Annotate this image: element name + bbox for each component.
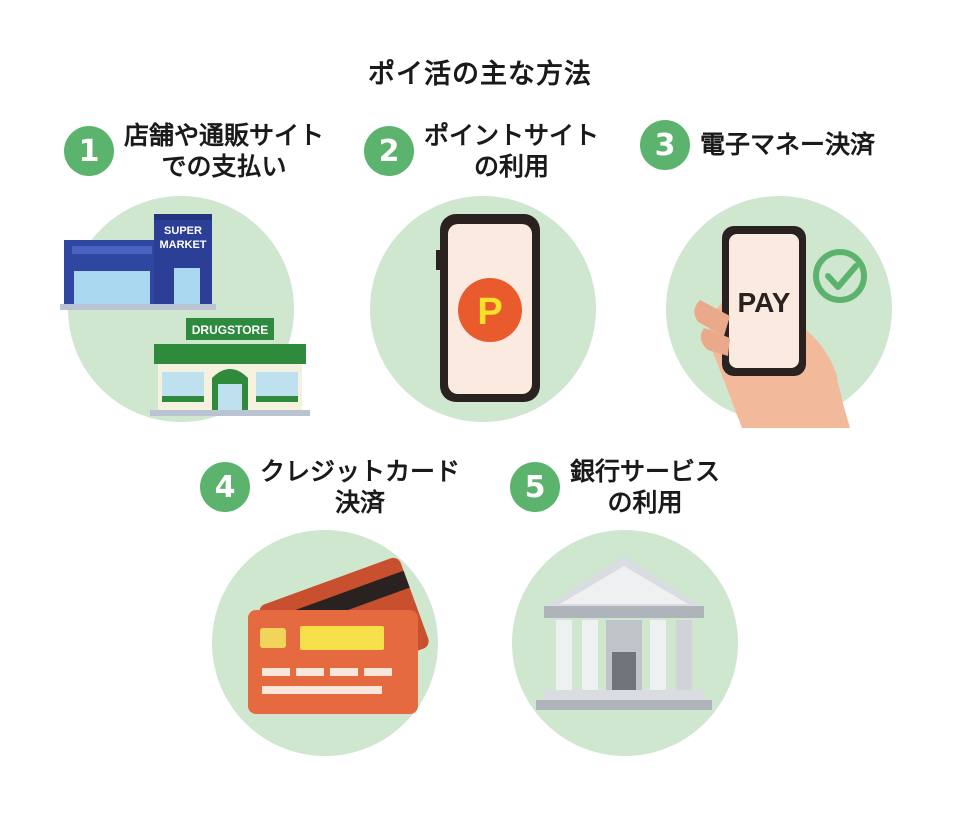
method-2-header: 2 ポイントサイト の利用: [364, 120, 599, 182]
supermarket-sign-line1: SUPER: [164, 225, 202, 237]
method-5-header: 5 銀行サービス の利用: [510, 456, 720, 518]
supermarket-icon: SUPER MARKET: [60, 214, 216, 310]
number-badge-2: 2: [364, 126, 414, 176]
chip-icon: [260, 628, 286, 648]
point-letter: P: [477, 291, 502, 333]
method-5-label: 銀行サービス の利用: [570, 457, 721, 517]
method-1-label: 店舗や通販サイト での支払い: [124, 121, 325, 181]
point-icon: [458, 278, 522, 342]
method-4-header: 4 クレジットカード 決済: [200, 456, 460, 518]
drugstore-icon: DRUGSTORE: [150, 318, 310, 416]
number-badge-1: 1: [64, 126, 114, 176]
page-title: ポイ活の主な方法: [368, 59, 592, 90]
method-2-label: ポイントサイト の利用: [424, 121, 600, 181]
supermarket-sign-line2: MARKET: [159, 239, 206, 251]
method-3-label: 電子マネー決済: [700, 130, 876, 159]
number-badge-3: 3: [640, 120, 690, 170]
drugstore-sign: DRUGSTORE: [192, 323, 268, 337]
method-1-header: 1 店舗や通販サイト での支払い: [64, 120, 324, 182]
number-badge-4: 4: [200, 462, 250, 512]
number-badge-5: 5: [510, 462, 560, 512]
pay-screen-text: PAY: [738, 287, 791, 318]
method-3-header: 3 電子マネー決済: [640, 120, 875, 170]
method-4-label: クレジットカード 決済: [260, 457, 461, 517]
check-icon: [813, 249, 867, 303]
